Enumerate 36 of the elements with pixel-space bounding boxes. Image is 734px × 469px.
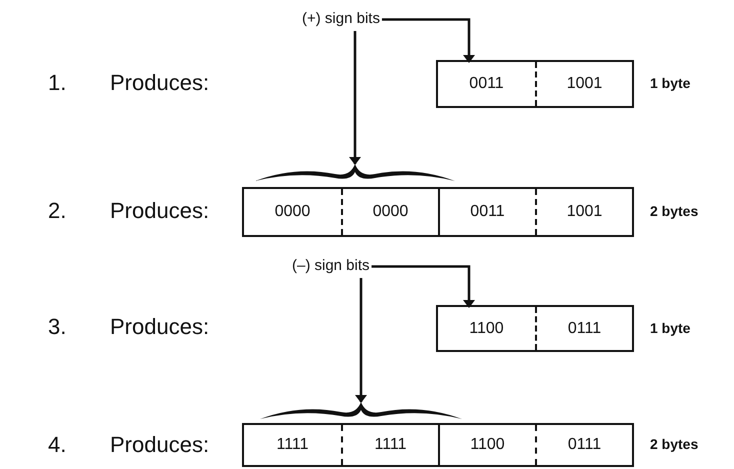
byte-box	[242, 187, 634, 237]
nibble-cell: 1001	[535, 189, 632, 235]
step-label: Produces:	[110, 70, 210, 96]
arrow	[349, 31, 361, 165]
curly-brace	[260, 402, 462, 420]
curly-brace	[255, 164, 455, 182]
arrow	[355, 278, 367, 403]
byte-box	[436, 60, 634, 108]
byte-box	[436, 305, 634, 352]
nibble-cell: 1001	[535, 62, 632, 106]
callout-text: (–) sign bits	[292, 257, 370, 274]
byte-box	[242, 423, 634, 467]
size-label: 2 bytes	[650, 436, 698, 452]
nibble-cell: 0011	[438, 189, 535, 235]
nibble-cell: 0111	[535, 425, 632, 465]
nibble-cell: 0111	[535, 307, 632, 350]
nibble-cell: 0000	[341, 189, 438, 235]
size-label: 1 byte	[650, 75, 690, 91]
nibble-cell: 0000	[244, 189, 341, 235]
step-label: Produces:	[110, 432, 210, 458]
size-label: 2 bytes	[650, 203, 698, 219]
nibble-cell: 0011	[438, 62, 535, 106]
nibble-cell: 1111	[341, 425, 438, 465]
step-number: 2.	[48, 198, 66, 224]
size-label: 1 byte	[650, 320, 690, 336]
arrow	[382, 18, 475, 63]
step-number: 4.	[48, 432, 66, 458]
step-number: 1.	[48, 70, 66, 96]
step-label: Produces:	[110, 314, 210, 340]
nibble-cell: 1100	[438, 425, 535, 465]
arrow	[372, 265, 475, 308]
nibble-cell: 1100	[438, 307, 535, 350]
step-number: 3.	[48, 314, 66, 340]
nibble-cell: 1111	[244, 425, 341, 465]
step-label: Produces:	[110, 198, 210, 224]
callout-text: (+) sign bits	[302, 10, 380, 27]
